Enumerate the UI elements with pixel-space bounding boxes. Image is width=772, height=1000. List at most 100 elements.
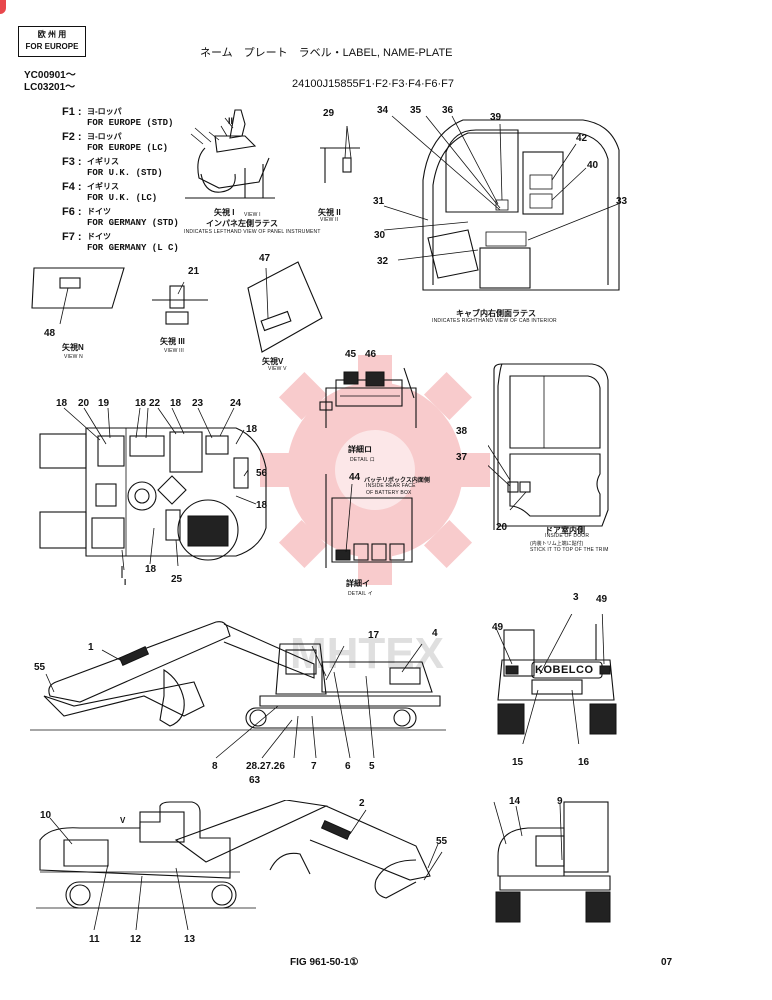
callout-14: 14 <box>509 796 521 807</box>
variant-code: F6 : <box>62 206 82 218</box>
callout-31: 31 <box>373 196 385 207</box>
detail-ro-caption: DETAIL ロ <box>350 457 375 463</box>
callout-29: 29 <box>323 108 335 119</box>
detail-i-caption: DETAIL イ <box>348 591 373 597</box>
view-2-title: 矢視 II <box>318 208 341 217</box>
callout-24: 24 <box>230 398 242 409</box>
callout-18-f: 18 <box>145 564 157 575</box>
rear-view-drawing <box>495 614 617 744</box>
view-3-caption: VIEW III <box>164 348 184 354</box>
front-view-drawing <box>493 801 611 923</box>
view-v-caption: VIEW V <box>268 366 287 372</box>
callout-20-door: 20 <box>496 522 508 533</box>
callout-23: 23 <box>192 398 204 409</box>
callout-40: 40 <box>587 160 599 171</box>
callout-34: 34 <box>377 105 389 116</box>
variant-jp: イギリス <box>87 182 119 191</box>
brand-plate: KOBELCO <box>535 664 594 676</box>
variant-jp: ヨ-ロッパ <box>87 132 122 141</box>
callout-44: 44 <box>349 472 361 483</box>
callout-3: 3 <box>573 592 579 603</box>
callout-13: 13 <box>184 934 196 945</box>
callout-2: 2 <box>359 798 365 809</box>
variant-en: FOR EUROPE (STD) <box>87 118 174 128</box>
callout-30: 30 <box>374 230 386 241</box>
callout-18-a: 18 <box>56 398 68 409</box>
corner-mark <box>0 0 6 14</box>
callout-42: 42 <box>576 133 588 144</box>
callout-16: 16 <box>578 757 590 768</box>
arrow-v-label: V <box>120 816 126 825</box>
callout-49-a: 49 <box>596 594 608 605</box>
serial-range-2: LC03201～ <box>24 82 76 93</box>
panel-view-caption: INDICATES LEFTHAND VIEW OF PANEL INSTRUM… <box>184 229 321 235</box>
callout-4: 4 <box>432 628 438 639</box>
side-view-right-drawing <box>30 621 446 759</box>
callout-15: 15 <box>512 757 524 768</box>
callout-17: 17 <box>368 630 380 641</box>
callout-9: 9 <box>557 796 563 807</box>
callout-45: 45 <box>345 349 357 360</box>
variant-jp: ヨ-ロッパ <box>87 107 122 116</box>
view-3-title: 矢視 III <box>160 337 185 346</box>
callout-55-a: 55 <box>34 662 46 673</box>
stamp-line-1: 欧 州 用 <box>37 30 67 39</box>
detail-i-drawing <box>325 474 413 568</box>
battery-note-en-1: INSIDE REAR FACE <box>366 483 416 489</box>
callout-1: 1 <box>88 642 94 653</box>
callout-63: 63 <box>249 775 261 786</box>
part-number: 24100J15855F1·F2·F3·F4·F6·F7 <box>292 78 455 90</box>
view-2-caption: VIEW II <box>320 217 339 223</box>
detail-i-title: 詳細イ <box>346 579 370 588</box>
callout-46: 46 <box>365 349 377 360</box>
stamp-line-2: FOR EUROPE <box>25 42 79 51</box>
callout-39: 39 <box>490 112 502 123</box>
battery-note-en-2: OF BATTERY BOX <box>366 490 412 496</box>
plan-view-drawing <box>39 407 267 578</box>
variant-code: F7 : <box>62 231 82 243</box>
view-3-drawing <box>152 281 208 325</box>
view-1-seat-drawing <box>185 109 275 199</box>
callout-20: 20 <box>78 398 90 409</box>
view-2-drawing <box>320 125 360 183</box>
callout-48: 48 <box>44 328 56 339</box>
detail-ro-title: 詳細ロ <box>348 445 372 454</box>
callout-18-b: 18 <box>135 398 147 409</box>
variant-code: F1 : <box>62 106 82 118</box>
callout-21: 21 <box>188 266 200 277</box>
view-n-drawing <box>31 267 125 325</box>
view-n-caption: VIEW N <box>64 354 83 360</box>
variant-en: FOR U.K. (STD) <box>87 168 163 178</box>
callout-35: 35 <box>410 105 422 116</box>
door-caption-2: STICK IT TO TOP OF THE TRIM <box>530 547 609 553</box>
door-caption-1: INSIDE OF DOOR <box>545 533 590 539</box>
variant-en: FOR GERMANY (L C) <box>87 243 179 253</box>
detail-ro-drawing <box>319 367 417 428</box>
arrow-i-label: I <box>124 578 127 587</box>
callout-25: 25 <box>171 574 183 585</box>
door-title: ドア室内側 <box>545 526 585 535</box>
callout-7: 7 <box>311 761 317 772</box>
panel-view-title: インパネ左側ラテス <box>206 219 278 228</box>
page-title: ネーム プレート ラベル・LABEL, NAME-PLATE <box>200 47 453 59</box>
callout-12: 12 <box>130 934 142 945</box>
callout-11: 11 <box>89 934 100 945</box>
callout-10: 10 <box>40 810 52 821</box>
cab-view-caption: INDICATES RIGHTHAND VIEW OF CAB INTERIOR <box>432 318 557 324</box>
region-stamp: 欧 州 用 FOR EUROPE <box>18 26 86 57</box>
callout-18-e: 18 <box>256 500 268 511</box>
callout-6: 6 <box>345 761 351 772</box>
callout-18-d: 18 <box>246 424 258 435</box>
view-v-drawing <box>247 261 323 353</box>
battery-note-jp: バッテリボックス内面側 <box>364 478 430 484</box>
view-n-title: 矢視N <box>62 343 84 352</box>
cab-view-title: キャブ内右側面ラテス <box>456 309 536 318</box>
view-1-title: 矢視 I <box>214 208 235 217</box>
callout-32: 32 <box>377 256 389 267</box>
variant-jp: ドイツ <box>87 207 111 216</box>
view-1-caption: VIEW I <box>244 212 261 218</box>
variant-code: F2 : <box>62 131 82 143</box>
view-v-title: 矢視V <box>262 357 284 366</box>
callout-55-b: 55 <box>436 836 448 847</box>
